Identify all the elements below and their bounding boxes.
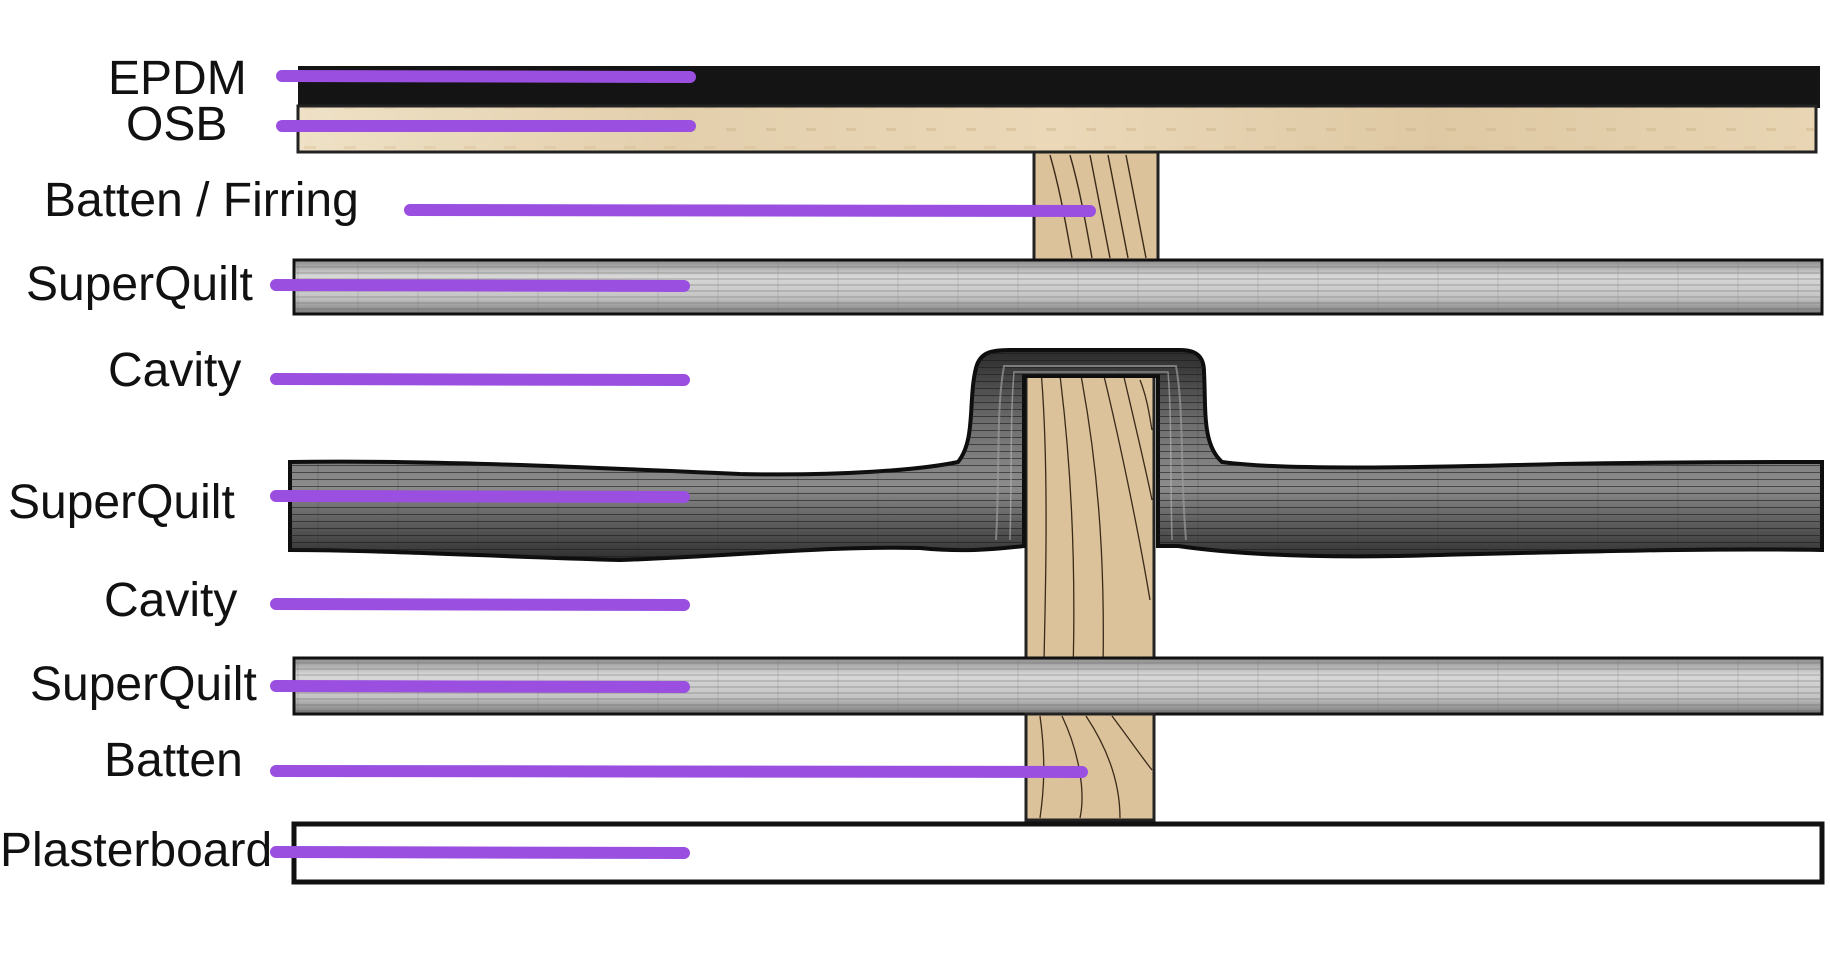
label-cavity-top: Cavity [108,344,241,397]
label-osb: OSB [126,98,227,151]
leader-superquilt-middle [270,490,690,503]
leader-lines [270,70,1096,859]
leader-cavity-bottom [270,598,690,611]
label-plasterboard: Plasterboard [0,824,272,877]
label-cavity-bottom: Cavity [104,574,237,627]
label-batten: Batten [104,734,243,787]
leader-plasterboard [270,846,690,859]
leader-batten-firring [404,204,1096,217]
leader-superquilt-bottom [270,680,690,693]
label-epdm: EPDM [108,52,247,105]
osb-layer [296,104,1818,154]
label-batten-firring: Batten / Firring [44,174,359,227]
label-superquilt-bottom: SuperQuilt [30,658,257,711]
superquilt-middle-layer [288,348,1824,563]
label-superquilt-middle: SuperQuilt [8,476,235,529]
leader-superquilt-top [270,279,690,292]
label-superquilt-top: SuperQuilt [26,258,253,311]
leader-batten [270,765,1088,778]
leader-cavity-top [270,373,690,386]
leader-epdm [276,70,696,83]
